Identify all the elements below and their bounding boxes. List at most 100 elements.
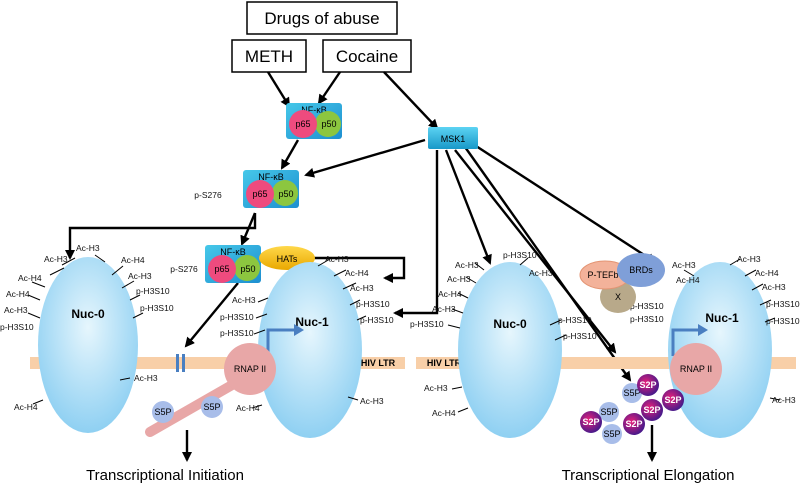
ac-h3-label: Ac-H3 — [762, 282, 786, 292]
tss-arrow-left — [266, 328, 296, 356]
msk1-box: MSK1 — [428, 127, 478, 149]
ptefb-brds-complex: X P-TEFb BRDs — [579, 253, 665, 313]
arrow-hats-nuc1 — [300, 256, 406, 283]
x-label: X — [615, 292, 621, 302]
p65-label: p65 — [295, 119, 310, 129]
p-h3s10-label: p-H3S10 — [630, 314, 664, 324]
ac-h3-label: Ac-H3 — [134, 373, 158, 383]
ptefb-label: P-TEFb — [587, 270, 618, 280]
arrow-msk1-s2p — [464, 146, 632, 382]
arrow-msk1-nfkb — [304, 138, 426, 178]
arrow-cocaine-nfkb — [317, 71, 341, 105]
arrow-cocaine-msk1 — [383, 71, 439, 130]
histone-labels-right-nuc0: Ac-H3 Ac-H3 Ac-H4 Ac-H3 p-H3S10 p-H3S10 … — [410, 250, 597, 418]
msk1-label: MSK1 — [441, 134, 466, 144]
p-s276-label: p-S276 — [194, 190, 222, 200]
p-h3s10-label: p-H3S10 — [558, 315, 592, 325]
hats-label: HATs — [277, 254, 298, 264]
p-h3s10-label: p-H3S10 — [356, 299, 390, 309]
cocaine-box: Cocaine — [322, 39, 412, 73]
ac-h3-label: Ac-H3 — [432, 304, 456, 314]
ac-h3-label: Ac-H3 — [424, 383, 448, 393]
ac-h3-label: Ac-H3 — [76, 243, 100, 253]
cocaine-label: Cocaine — [336, 47, 398, 66]
p-h3s10-label: p-H3S10 — [360, 315, 394, 325]
histone-marks-left-nuc1 — [251, 258, 367, 409]
s2p-label: S2P — [582, 417, 599, 427]
nuc0-label: Nuc-0 — [493, 317, 527, 331]
histone-marks-right-nuc0 — [447, 257, 567, 413]
nfkb-label: NF-κB — [301, 105, 327, 115]
p65-circle — [289, 110, 317, 138]
s5p-left: S5P S5P — [152, 396, 223, 423]
p50-circle — [315, 111, 341, 137]
s2p-label: S2P — [639, 380, 656, 390]
ac-h3-label: Ac-H3 — [232, 295, 256, 305]
ac-h4-label: Ac-H4 — [345, 268, 369, 278]
ac-h3-label: Ac-H3 — [529, 268, 553, 278]
p-h3s10-label: p-H3S10 — [563, 331, 597, 341]
nucleosome-left-nuc1: Nuc-1 — [258, 262, 362, 438]
nfkb-hats-complex: NF-κB p65 p50 HATs p-S276 — [170, 245, 315, 283]
ac-h3-label: Ac-H3 — [455, 260, 479, 270]
nuc0-label: Nuc-0 — [71, 307, 105, 321]
s5p-label: S5P — [203, 402, 220, 412]
ac-h4-label: Ac-H4 — [18, 273, 42, 283]
nucleosome-right-nuc0: Nuc-0 — [458, 262, 562, 438]
p-h3s10-label: p-H3S10 — [220, 312, 254, 322]
p-h3s10-label: p-H3S10 — [140, 303, 174, 313]
ac-h4-label: Ac-H4 — [755, 268, 779, 278]
nucleosome-left-nuc0: Nuc-0 — [38, 257, 138, 433]
p65-label: p65 — [214, 264, 229, 274]
p65-label: p65 — [252, 189, 267, 199]
histone-marks-left-nuc0 — [27, 254, 144, 405]
p-h3s10-label: p-H3S10 — [766, 316, 800, 326]
nfkb-label: NF-κB — [258, 172, 284, 182]
meth-label: METH — [245, 47, 293, 66]
tss-arrow-right — [671, 328, 700, 356]
s5p-label: S5P — [600, 407, 617, 417]
nfkb-label: NF-κB — [220, 247, 246, 257]
drugs-of-abuse-label: Drugs of abuse — [264, 9, 379, 28]
outcome-initiation: Transcriptional Initiation — [86, 467, 244, 484]
ac-h3-label: Ac-H3 — [44, 254, 68, 264]
brds-ellipse — [617, 253, 665, 287]
hiv-ltr-label-left: HIV LTR — [361, 358, 396, 368]
drugs-of-abuse-box: Drugs of abuse — [246, 1, 398, 35]
arrow-complex-dna — [184, 282, 239, 348]
histone-labels-left-nuc1: Ac-H3 Ac-H4 Ac-H3 p-H3S10 p-H3S10 Ac-H3 … — [220, 254, 394, 413]
nfkb-binding-sites — [176, 354, 185, 372]
arrow-msk1-nuc1-left — [393, 150, 439, 318]
p-h3s10-label: p-H3S10 — [0, 322, 34, 332]
p-s276-label: p-S276 — [170, 264, 198, 274]
hiv-ltr-label-right: HIV LTR — [427, 358, 462, 368]
p-h3s10-label: p-H3S10 — [410, 319, 444, 329]
p-h3s10-label: p-H3S10 — [503, 250, 537, 260]
p50-label: p50 — [321, 119, 336, 129]
arrow-msk1-brds — [475, 144, 657, 264]
p-h3s10-label: p-H3S10 — [630, 301, 664, 311]
ac-h4-label: Ac-H4 — [14, 402, 38, 412]
s2p-label: S2P — [664, 395, 681, 405]
brds-label: BRDs — [629, 265, 653, 275]
nuc1-label: Nuc-1 — [295, 315, 329, 329]
p-h3s10-label: p-H3S10 — [220, 328, 254, 338]
rnap-left: RNAP II — [145, 343, 276, 437]
ac-h3-label: Ac-H3 — [325, 254, 349, 264]
nfkb-complex-top: NF-κB p65 p50 — [286, 103, 342, 139]
p50-label: p50 — [278, 189, 293, 199]
arrow-meth-to-nfkb — [266, 71, 291, 108]
p-h3s10-label: p-H3S10 — [766, 299, 800, 309]
ac-h3-label: Ac-H3 — [447, 274, 471, 284]
s2p-label: S2P — [643, 405, 660, 415]
s2p-label: S2P — [625, 419, 642, 429]
ac-h4-label: Ac-H4 — [236, 403, 260, 413]
outcome-elongation: Transcriptional Elongation — [562, 467, 735, 484]
nuc1-label: Nuc-1 — [705, 311, 739, 325]
arrow-nfkb-phospho — [280, 139, 300, 170]
ac-h3-label: Ac-H3 — [360, 396, 384, 406]
ac-h3-label: Ac-H3 — [350, 283, 374, 293]
ac-h3-label: Ac-H3 — [128, 271, 152, 281]
ctd-phospho-cluster: S5P S5P S5P S2P S2P S2P S2P S2P — [580, 374, 684, 444]
